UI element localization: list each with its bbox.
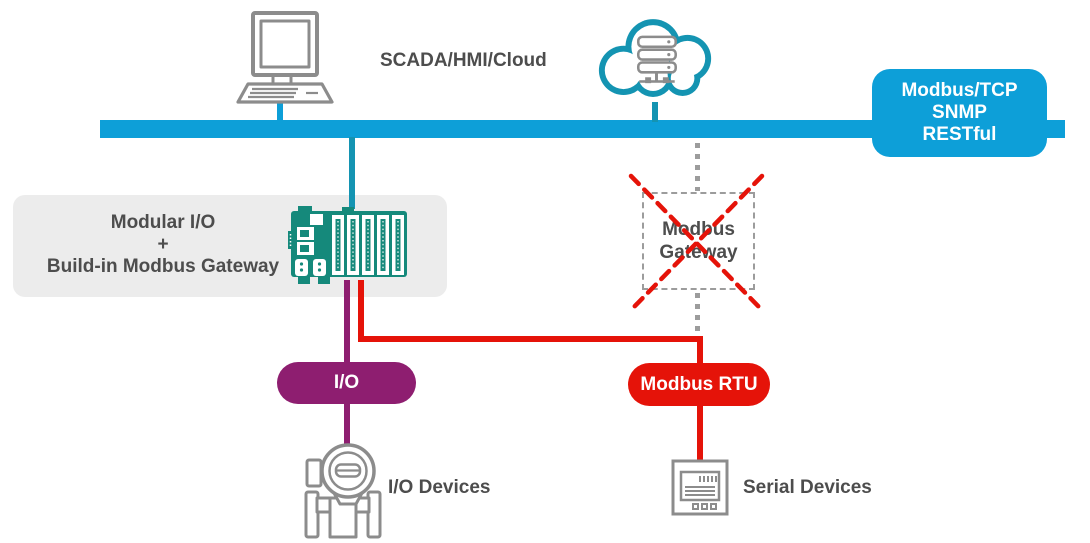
serial-device-icon (671, 459, 729, 516)
modbus-rtu-line-horizontal (358, 336, 703, 342)
red-x-icon (628, 173, 765, 313)
scada-hmi-cloud-label: SCADA/HMI/Cloud (380, 50, 547, 71)
panel-line: + (157, 234, 169, 255)
modbus-rtu-line-corner (697, 336, 703, 364)
protocol-line: Modbus/TCP (901, 80, 1018, 101)
modbus-rtu-line-from-device (358, 280, 364, 342)
ethernet-bus-bar (100, 120, 1065, 138)
panel-line: Build-in Modbus Gateway (46, 256, 280, 277)
serial-devices-label: Serial Devices (743, 477, 872, 498)
protocol-line: SNMP (932, 102, 987, 123)
modbus-rtu-pill: Modbus RTU (628, 363, 770, 406)
io-pill: I/O (277, 362, 416, 404)
cloud-bus-connector (652, 102, 658, 122)
gateway-dashed-line-top (695, 143, 700, 191)
io-line-lower (344, 404, 350, 448)
panel-line: Modular I/O (110, 212, 216, 233)
protocol-box: Modbus/TCP SNMP RESTful (872, 69, 1047, 157)
modbus-rtu-pill-label: Modbus RTU (640, 373, 758, 395)
modular-io-controller-icon (288, 206, 407, 284)
modular-io-panel-text: Modular I/O + Build-in Modbus Gateway (13, 212, 313, 278)
gateway-dashed-line-bottom (695, 293, 700, 336)
desktop-computer-icon (236, 11, 334, 104)
io-pill-label: I/O (333, 372, 360, 393)
protocol-line: RESTful (922, 124, 997, 145)
io-line-upper (344, 280, 350, 362)
device-bus-connector (349, 137, 355, 209)
computer-bus-connector (277, 100, 283, 122)
flow-meter-icon (304, 443, 382, 539)
io-devices-label: I/O Devices (388, 477, 491, 498)
modbus-rtu-line-to-serial (697, 406, 703, 463)
cloud-servers-icon (598, 19, 712, 97)
